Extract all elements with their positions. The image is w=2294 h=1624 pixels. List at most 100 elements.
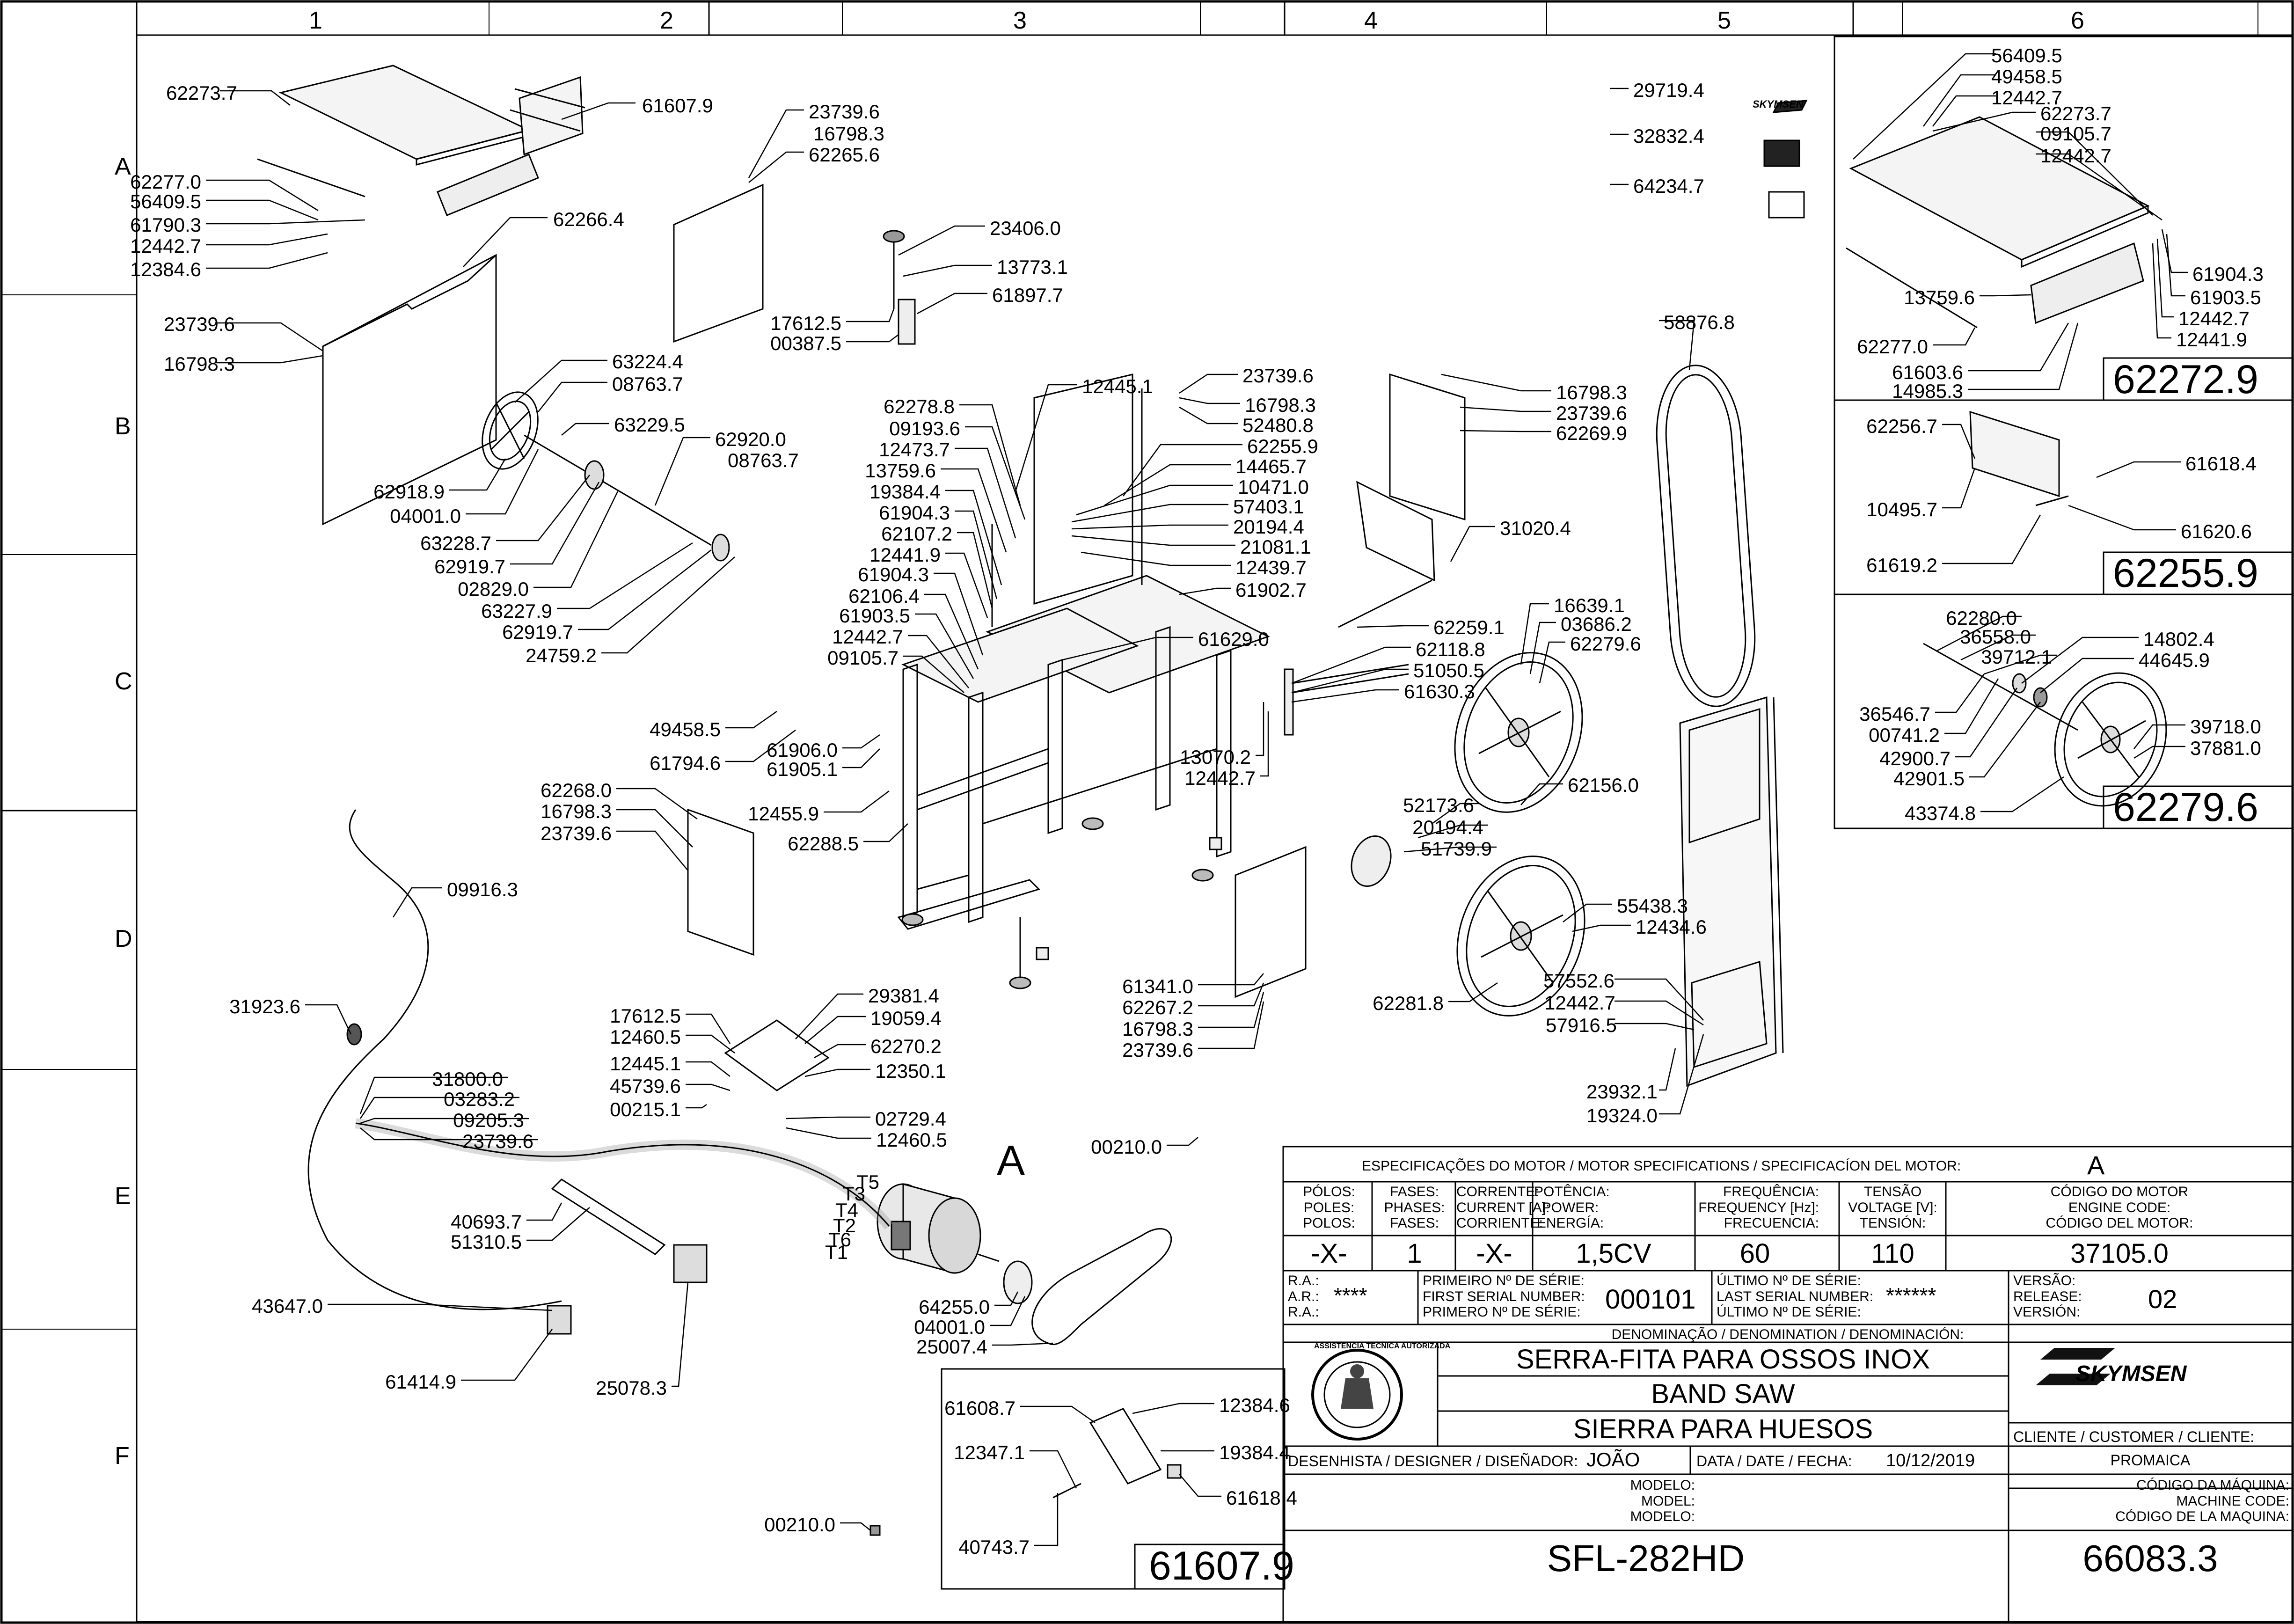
wire-label-t1: T1 (825, 1241, 848, 1263)
part-number-p154: 39712.1 (1981, 646, 2052, 668)
part-number-p33: 62278.8 (884, 395, 955, 417)
part-number-p28: 02829.0 (458, 578, 529, 600)
grid-row-c: C (115, 668, 132, 695)
kit-code-61607-9: 61607.9 (1149, 1544, 1294, 1588)
part-number-p78: 16798.3 (541, 800, 612, 822)
customer-value: PROMAICA (2110, 1452, 2191, 1469)
part-number-p13: 62265.6 (809, 144, 880, 166)
part-number-p21: 63229.5 (614, 414, 685, 436)
part-number-p149: 10495.7 (1866, 498, 1937, 520)
part-number-p77: 62268.0 (541, 779, 612, 801)
part-number-p41: 61904.3 (858, 563, 929, 585)
part-number-p52: 57403.1 (1233, 496, 1304, 518)
part-number-p5: 61790.3 (130, 214, 201, 236)
part-number-p68: 62279.6 (1570, 633, 1641, 655)
first-serial-value: 000101 (1605, 1284, 1696, 1315)
last-serial-label: ÚLTIMO Nº DE SÉRIE: LAST SERIAL NUMBER: … (1717, 1273, 1874, 1320)
part-number-p127: 40743.7 (958, 1536, 1030, 1558)
part-number-p53: 20194.4 (1233, 516, 1304, 538)
last-serial-value: ****** (1886, 1283, 1936, 1308)
part-number-p124: 12347.1 (954, 1441, 1025, 1463)
grid-row-b: B (115, 413, 131, 440)
version-value: 02 (2148, 1284, 2177, 1314)
part-number-p142: 12441.9 (2176, 329, 2247, 351)
grid-row-d: D (115, 925, 132, 952)
part-number-p31: 24759.2 (526, 644, 597, 666)
part-number-p87: 12434.6 (1636, 916, 1707, 938)
part-number-p125: 19384.4 (1219, 1441, 1290, 1463)
part-number-p88: 62281.8 (1373, 992, 1444, 1014)
hand-wheel-drawing (482, 391, 539, 470)
part-number-p120: 04001.0 (914, 1316, 985, 1338)
part-number-p119: 64255.0 (919, 1296, 990, 1318)
part-number-p65: 61629.0 (1198, 628, 1269, 650)
part-number-p84: 51739.9 (1421, 838, 1492, 860)
part-number-p105: 31800.0 (432, 1068, 503, 1090)
part-number-p85: 62156.0 (1568, 774, 1639, 796)
part-number-p130: 32832.4 (1633, 125, 1704, 147)
grid-col-2: 2 (660, 7, 673, 34)
kit-code-62272-9: 62272.9 (2113, 357, 2258, 402)
wire-label-t3: T3 (842, 1183, 866, 1205)
motor-callout-a: A (997, 1137, 1025, 1184)
part-number-p157: 36546.7 (1859, 703, 1930, 725)
power-value: 1,5CV (1576, 1238, 1651, 1269)
part-number-p121: 25007.4 (916, 1336, 987, 1358)
grid-col-5: 5 (1717, 7, 1731, 34)
part-number-p156: 44645.9 (2139, 649, 2210, 671)
part-number-p153: 36558.0 (1960, 626, 2031, 648)
part-number-p2: 61607.9 (642, 95, 713, 117)
part-number-p56: 61902.7 (1235, 579, 1307, 601)
part-number-p108: 23739.6 (462, 1130, 533, 1152)
part-number-p46: 23739.6 (1242, 365, 1314, 387)
part-number-p23: 08763.7 (728, 449, 799, 471)
door-panel-drawing (673, 183, 764, 343)
part-number-p152: 62280.0 (1946, 607, 2017, 629)
part-number-p96: 62270.2 (870, 1035, 942, 1057)
ra-value: **** (1334, 1283, 1367, 1308)
part-number-p32: 12445.1 (1082, 375, 1153, 397)
description-es: SIERRA PARA HUESOS (1573, 1414, 1873, 1444)
version-label: VERSÃO: RELEASE: VERSIÓN: (2013, 1273, 2082, 1320)
machine-code-value: 66083.3 (2082, 1537, 2218, 1579)
grid-row-e: E (115, 1183, 131, 1210)
part-number-p71: 61906.0 (767, 739, 838, 761)
part-number-p101: 12460.5 (610, 1026, 681, 1048)
brand-logo-text: SKYMSEN (2075, 1361, 2187, 1386)
part-number-p3: 62277.0 (130, 171, 201, 193)
part-number-p151: 61619.2 (1866, 554, 1937, 576)
part-number-p138: 12442.7 (2040, 145, 2111, 167)
part-number-p148: 61618.4 (2185, 453, 2257, 475)
part-number-p144: 62277.0 (1857, 336, 1928, 358)
label-plate-black (1763, 139, 1800, 167)
part-number-p66: 16639.1 (1554, 594, 1625, 616)
part-number-p11: 23739.6 (809, 101, 880, 123)
part-number-p30: 62919.7 (502, 621, 573, 643)
poles-label: PÓLOS: POLES: POLOS: (1303, 1184, 1355, 1231)
part-number-p81: 31923.6 (229, 995, 300, 1017)
part-number-p111: 16798.3 (1122, 1018, 1193, 1040)
kit-code-62279-6: 62279.6 (2113, 785, 2258, 830)
grid-row-a: A (115, 153, 131, 180)
part-number-p48: 52480.8 (1242, 414, 1314, 436)
part-number-p39: 62107.2 (881, 523, 952, 545)
part-number-p24: 62918.9 (373, 481, 445, 503)
part-number-p89: 57552.6 (1543, 970, 1615, 992)
part-number-p50: 14465.7 (1235, 455, 1307, 477)
part-number-p16: 61897.7 (992, 284, 1063, 306)
part-number-p74: 62288.5 (788, 833, 859, 855)
current-label: CORRENTE: CURRENT [A]: CORRIENTE: (1456, 1184, 1550, 1231)
designer-value: JOÃO (1586, 1448, 1640, 1470)
frequency-label: FREQUÊNCIA: FREQUENCY [Hz]: FRECUENCIA: (1698, 1184, 1819, 1231)
grid-col-1: 1 (309, 7, 322, 34)
model-value: SFL-282HD (1547, 1537, 1745, 1579)
description-pt: SERRA-FITA PARA OSSOS INOX (1516, 1344, 1930, 1375)
denomination-label: DENOMINAÇÃO / DENOMINATION / DENOMINACIÓ… (1611, 1327, 1964, 1342)
part-number-p150: 61620.6 (2181, 520, 2252, 542)
part-number-p37: 19384.4 (869, 481, 941, 503)
part-number-p36: 13759.6 (865, 460, 936, 482)
part-number-p64: 61630.3 (1404, 680, 1475, 702)
voltage-label: TENSÃO VOLTAGE [V]: TENSIÓN: (1848, 1184, 1937, 1231)
